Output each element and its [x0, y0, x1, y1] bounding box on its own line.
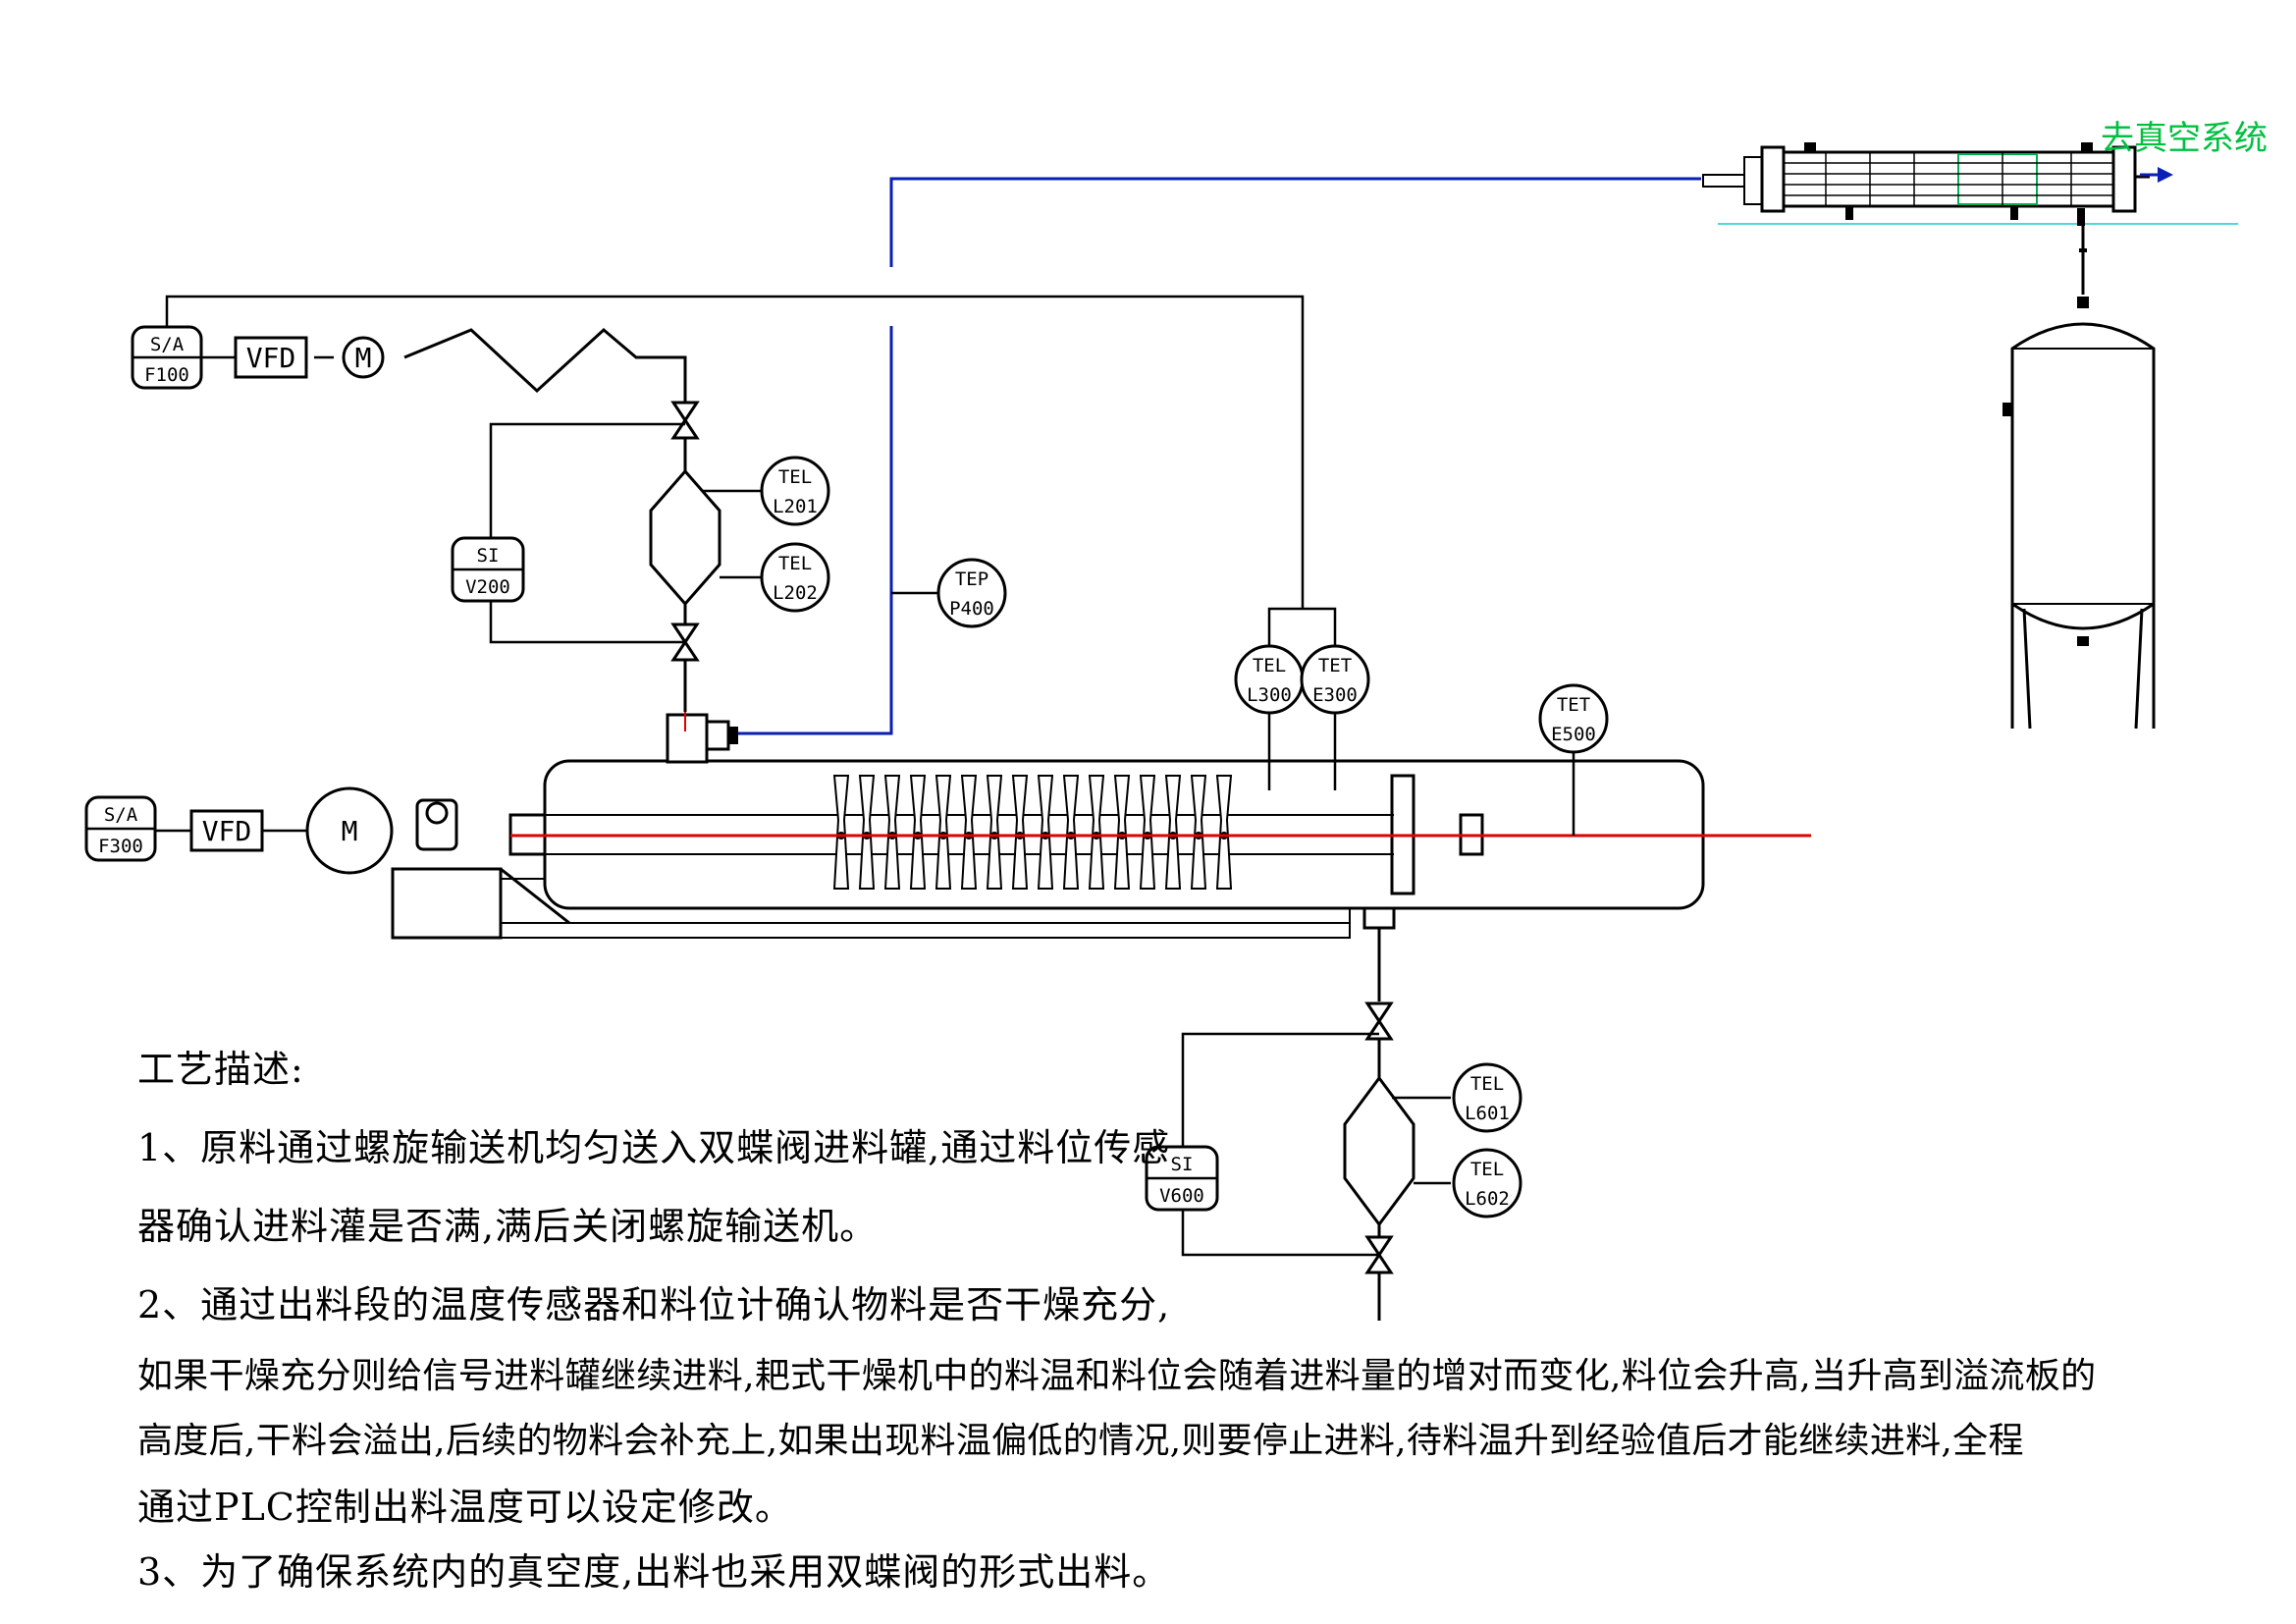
description-line: 通过PLC控制出料温度可以设定修改。	[137, 1486, 793, 1529]
svg-text:SI: SI	[1171, 1154, 1194, 1175]
svg-text:S/A: S/A	[104, 804, 138, 826]
svg-text:L601: L601	[1465, 1103, 1510, 1124]
main-drive-controller: S/A F300	[84, 795, 157, 862]
feed-drive-controller: S/A F100	[131, 325, 203, 390]
svg-text:TEL: TEL	[1470, 1159, 1504, 1180]
vacuum-line-lower	[736, 326, 893, 735]
svg-text:TET: TET	[1557, 694, 1590, 716]
vacuum-line	[889, 177, 1701, 267]
vacuum-system-label: 去真空系统	[2101, 119, 2268, 158]
description-line: 高度后,干料会溢出,后续的物料会补充上,如果出现料温偏低的情况,则要停止进料,待…	[137, 1421, 2024, 1461]
svg-text:SI: SI	[477, 545, 500, 567]
svg-text:L300: L300	[1247, 684, 1292, 706]
svg-text:V200: V200	[465, 576, 510, 598]
signal-line	[165, 295, 1305, 609]
feed-hopper	[489, 401, 761, 712]
feed-valve-controller: SI V200	[451, 536, 525, 603]
receiver-tank	[2002, 224, 2156, 730]
svg-text:F100: F100	[144, 364, 189, 386]
svg-text:TEL: TEL	[1470, 1073, 1504, 1095]
feed-vfd: VFD	[234, 336, 308, 379]
svg-text:TEP: TEP	[955, 568, 988, 590]
svg-text:E300: E300	[1312, 684, 1358, 706]
discharge-hopper	[1181, 928, 1451, 1321]
feed-upper-valve	[671, 401, 699, 440]
svg-text:S/A: S/A	[150, 334, 185, 355]
svg-text:VFD: VFD	[246, 342, 296, 374]
instrument-tet-e500: TET E500	[1538, 683, 1609, 754]
description-line: 1、原料通过螺旋输送机均匀送入双蝶阀进料罐,通过料位传感	[137, 1126, 1171, 1169]
condenser	[1702, 142, 2238, 226]
rake-paddles	[832, 775, 1233, 890]
instrument-tel-l601: TEL L601	[1452, 1062, 1522, 1133]
instrument-tep-p400: TEP P400	[936, 558, 1007, 628]
description-line: 3、为了确保系统内的真空度,出料也采用双蝶阀的形式出料。	[137, 1550, 1171, 1594]
svg-text:V600: V600	[1159, 1185, 1204, 1207]
description-line: 2、通过出料段的温度传感器和料位计确认物料是否干燥充分,	[137, 1283, 1171, 1326]
instrument-tel-l300: TEL L300	[1234, 644, 1305, 715]
svg-text:TEL: TEL	[778, 466, 812, 488]
svg-text:VFD: VFD	[202, 815, 252, 847]
main-motor: M	[305, 786, 394, 875]
svg-text:M: M	[355, 342, 372, 374]
description-title: 工艺描述:	[137, 1048, 304, 1091]
description-line: 如果干燥充分则给信号进料罐继续进料,耙式干燥机中的料温和料位会随着进料量的增对而…	[137, 1356, 2097, 1396]
instrument-tel-l602: TEL L602	[1452, 1148, 1522, 1218]
svg-text:M: M	[342, 815, 358, 847]
svg-text:TEL: TEL	[778, 553, 812, 574]
svg-text:E500: E500	[1551, 724, 1596, 745]
instrument-tel-l201: TEL L201	[760, 456, 830, 526]
instrument-tet-e300: TET E300	[1300, 644, 1370, 715]
svg-text:L602: L602	[1465, 1188, 1510, 1210]
svg-text:L201: L201	[773, 496, 818, 517]
svg-text:TEL: TEL	[1253, 655, 1286, 677]
screw-conveyor	[403, 328, 687, 403]
svg-text:L202: L202	[773, 582, 818, 604]
vacuum-outlet-arrow	[2140, 167, 2173, 183]
main-vfd: VFD	[189, 809, 264, 852]
instrument-tel-l202: TEL L202	[760, 542, 830, 613]
description-line: 器确认进料灌是否满,满后关闭螺旋输送机。	[137, 1205, 879, 1248]
svg-text:F300: F300	[98, 836, 143, 857]
feed-motor: M	[342, 336, 385, 379]
svg-text:P400: P400	[949, 598, 994, 620]
svg-text:TET: TET	[1318, 655, 1352, 677]
discharge-valve-controller: SI V600	[1145, 1145, 1219, 1212]
